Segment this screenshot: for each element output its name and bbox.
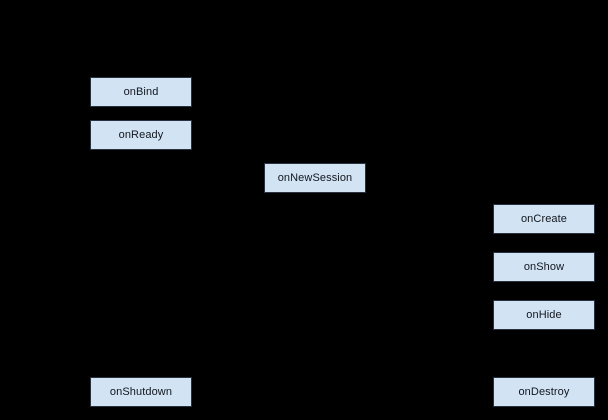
lifecycle-node-on-new-session[interactable]: onNewSession [264,163,366,193]
lifecycle-node-label: onDestroy [518,385,570,398]
lifecycle-node-on-create[interactable]: onCreate [493,204,595,234]
lifecycle-node-on-hide[interactable]: onHide [493,300,595,330]
lifecycle-node-label: onCreate [520,212,568,225]
lifecycle-node-label: onShutdown [109,385,173,398]
lifecycle-node-on-bind[interactable]: onBind [90,77,192,107]
lifecycle-node-label: onBind [123,85,159,98]
lifecycle-node-label: onShow [523,260,565,273]
lifecycle-node-label: onReady [118,128,164,141]
lifecycle-node-label: onNewSession [277,171,353,184]
lifecycle-node-on-show[interactable]: onShow [493,252,595,282]
lifecycle-node-on-destroy[interactable]: onDestroy [493,377,595,407]
lifecycle-node-on-shutdown[interactable]: onShutdown [90,377,192,407]
lifecycle-node-on-ready[interactable]: onReady [90,120,192,150]
lifecycle-node-label: onHide [526,308,562,321]
